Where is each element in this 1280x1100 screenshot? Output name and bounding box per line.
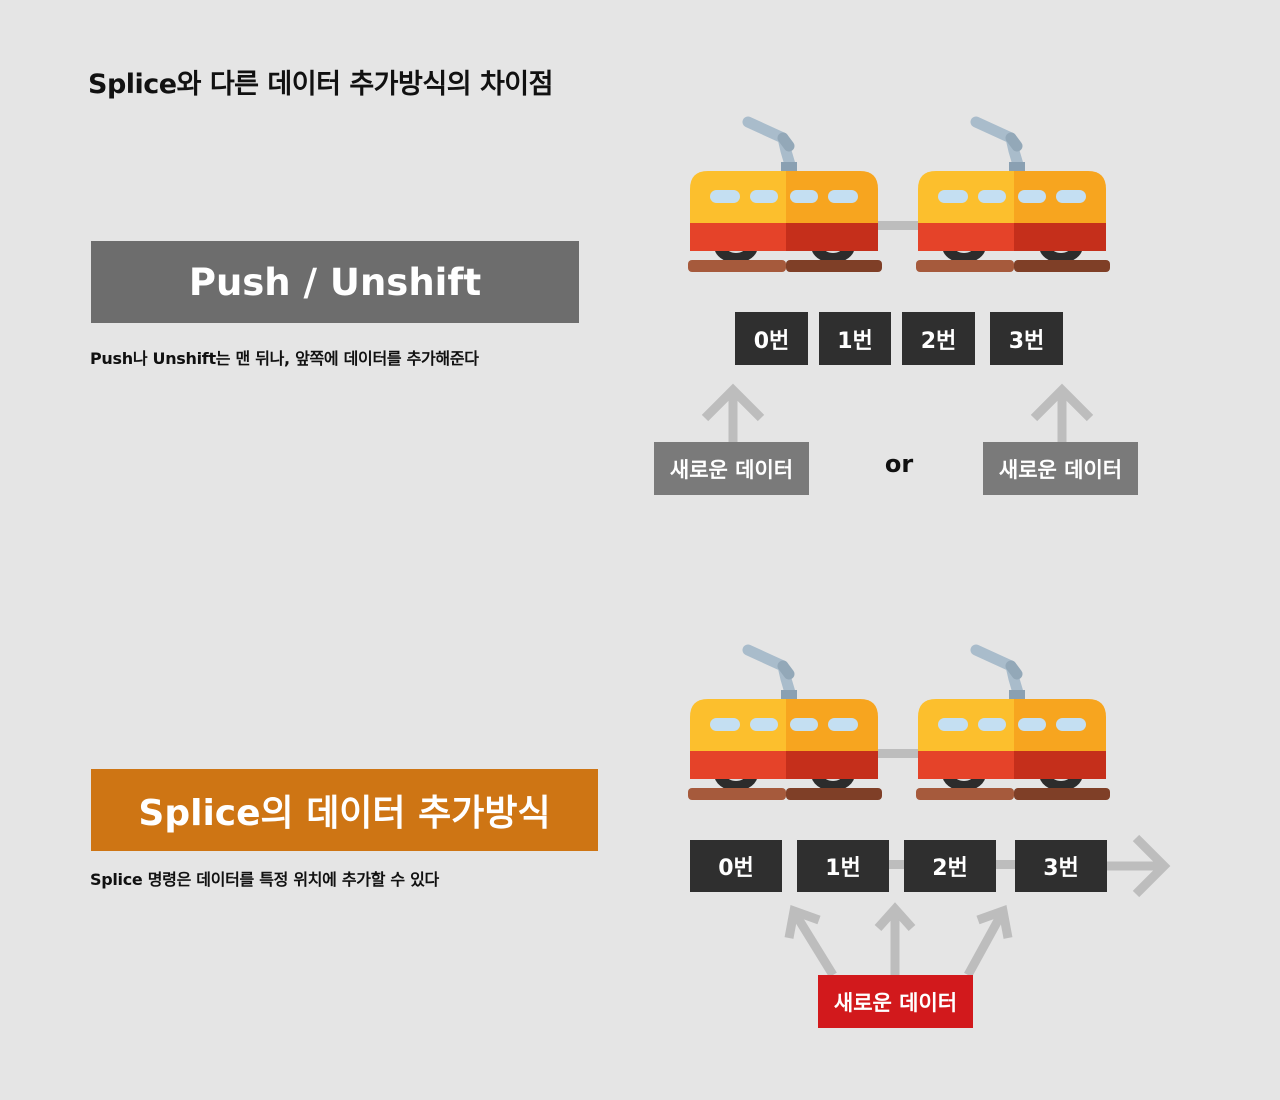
push-unshift-description: Push나 Unshift는 맨 뒤나, 앞쪽에 데이터를 추가해준다 <box>90 349 479 368</box>
new-data-label-right: 새로운 데이터 <box>983 442 1138 495</box>
index-box-1: 1번 <box>819 312 891 365</box>
push-unshift-banner: Push / Unshift <box>91 241 579 323</box>
arrow-up-icon <box>701 383 765 442</box>
index-box-2: 2번 <box>902 312 975 365</box>
or-label: or <box>884 450 914 478</box>
arrow-right-icon <box>1107 834 1171 898</box>
new-data-label: 새로운 데이터 <box>818 975 973 1028</box>
index-link-1-2 <box>885 860 907 869</box>
arrow-up-icon <box>964 904 1013 978</box>
splice-banner: Splice의 데이터 추가방식 <box>91 769 598 851</box>
index-box-3: 3번 <box>1015 840 1107 892</box>
index-box-2: 2번 <box>904 840 996 892</box>
arrow-up-icon <box>874 902 916 975</box>
index-box-3: 3번 <box>990 312 1063 365</box>
new-data-label-left: 새로운 데이터 <box>654 442 809 495</box>
arrow-up-icon <box>1030 383 1094 442</box>
arrow-up-icon <box>784 904 837 978</box>
splice-description: Splice 명령은 데이터를 특정 위치에 추가할 수 있다 <box>90 870 439 889</box>
index-link-2-3 <box>992 860 1018 869</box>
index-box-0: 0번 <box>690 840 782 892</box>
index-box-1: 1번 <box>797 840 889 892</box>
train-coupler-top <box>878 221 920 230</box>
page-title: Splice와 다른 데이터 추가방식의 차이점 <box>88 69 553 100</box>
index-box-0: 0번 <box>735 312 808 365</box>
train-coupler-bottom <box>878 749 920 758</box>
